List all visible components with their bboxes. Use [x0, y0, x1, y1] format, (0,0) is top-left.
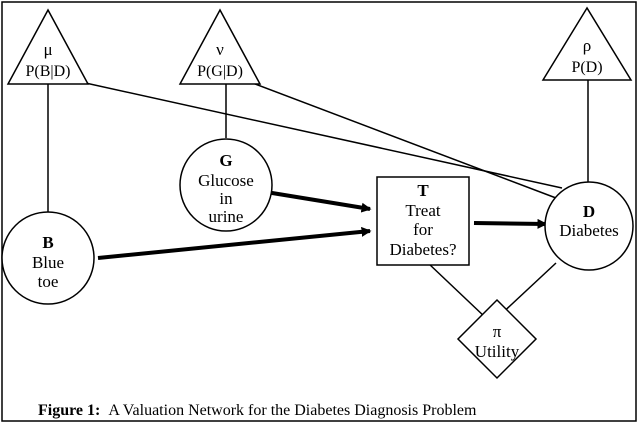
node-t-box: [376, 176, 470, 266]
node-t-treat: T Treat for Diabetes?: [376, 176, 470, 266]
arc-b-to-t: [97, 226, 372, 260]
utility-label: Utility: [475, 342, 520, 361]
node-b-blue-toe: B Blue toe: [1, 211, 95, 305]
node-d-diabetes: D Diabetes: [544, 181, 634, 271]
node-b-name: B: [42, 233, 53, 252]
node-t-name: T: [417, 181, 429, 200]
param-rho-symbol: ρ: [583, 36, 591, 55]
potential-mu: μ P(B|D): [6, 8, 90, 85]
node-d-circle: [544, 181, 634, 271]
node-b-circle: [1, 211, 95, 305]
triangle-rho: [541, 6, 633, 81]
triangle-mu: [6, 8, 90, 85]
figure-border: [1, 1, 637, 422]
node-d-line1: Diabetes: [559, 221, 618, 240]
potential-nu: ν P(G|D): [178, 8, 262, 85]
utility-diamond: [456, 298, 538, 380]
edge-nu-d: [249, 81, 557, 199]
figure-caption: Figure 1: A Valuation Network for the Dia…: [38, 402, 477, 419]
node-g-line2: in: [219, 189, 233, 208]
caption-text: A Valuation Network for the Diabetes Dia…: [108, 402, 477, 419]
node-d-name: D: [583, 202, 595, 221]
node-g-name: G: [219, 151, 232, 170]
caption-label: Figure 1:: [38, 402, 100, 419]
node-g-line3: urine: [209, 207, 244, 226]
arc-g-to-t: [265, 190, 372, 213]
edge-t-utility: [427, 262, 487, 319]
arc-t-to-d: [473, 218, 548, 229]
node-b-line2: toe: [38, 272, 59, 291]
node-t-line3: Diabetes?: [389, 240, 456, 259]
param-nu-label: P(G|D): [197, 63, 243, 80]
node-g-glucose: G Glucose in urine: [179, 138, 273, 232]
node-t-line2: for: [413, 220, 433, 239]
param-nu-symbol: ν: [216, 40, 224, 59]
node-g-circle: [179, 138, 273, 232]
triangle-nu: [178, 8, 262, 85]
node-t-line1: Treat: [405, 201, 441, 220]
param-mu-label: P(B|D): [26, 63, 71, 80]
utility-symbol: π: [493, 322, 502, 341]
node-g-line1: Glucose: [198, 171, 254, 190]
param-rho-label: P(D): [571, 59, 602, 76]
node-b-line1: Blue: [32, 253, 64, 272]
utility-node: π Utility: [456, 298, 538, 380]
param-mu-symbol: μ: [43, 40, 52, 59]
potential-rho: ρ P(D): [541, 6, 633, 81]
